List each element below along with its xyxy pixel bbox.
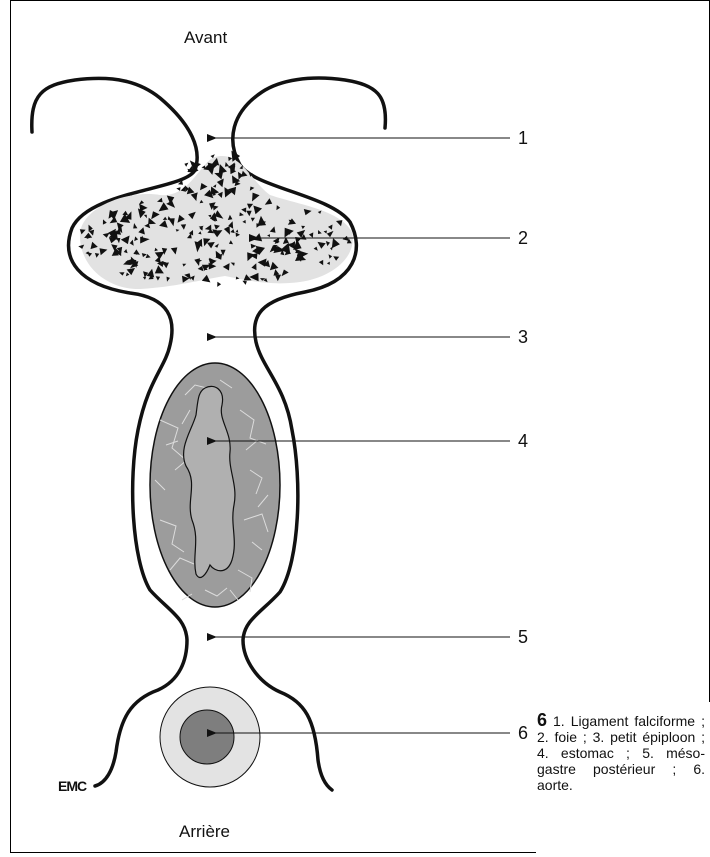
caption-text: 1. Ligament falciforme ; 2. foie ; 3. pe…: [537, 713, 705, 793]
callout-number-1: 1: [518, 128, 528, 149]
emc-logo: EMC: [58, 778, 86, 794]
label-back: Arrière: [179, 822, 230, 842]
label-front: Avant: [184, 28, 227, 48]
aorta-lumen: [180, 710, 234, 764]
callout-number-6: 6: [518, 723, 528, 744]
callout-number-5: 5: [518, 627, 528, 648]
callout-number-2: 2: [518, 228, 528, 249]
figure-number: 6: [537, 710, 547, 730]
callout-number-4: 4: [518, 431, 528, 452]
liver-shape: [80, 156, 353, 289]
callout-number-3: 3: [518, 327, 528, 348]
